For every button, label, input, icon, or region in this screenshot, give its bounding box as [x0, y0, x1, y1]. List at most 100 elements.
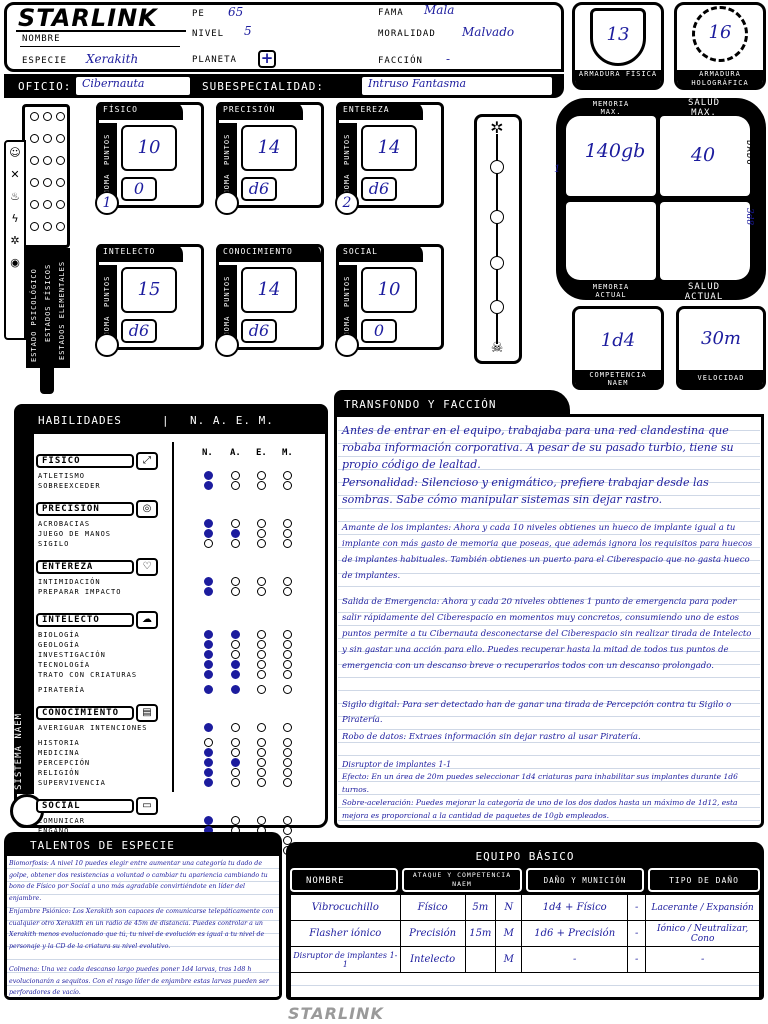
state-dot[interactable]: [43, 200, 52, 209]
stat-dado-value[interactable]: d6: [241, 319, 277, 343]
dado-value[interactable]: 3d8: [744, 208, 754, 226]
naem-checkbox[interactable]: [204, 529, 213, 538]
naem-checkbox[interactable]: [231, 723, 240, 732]
track-node[interactable]: [490, 300, 504, 314]
naem-checkbox[interactable]: [257, 723, 266, 732]
equipo-cell-dano[interactable]: -: [521, 946, 628, 973]
stat-genoma-circle[interactable]: 1: [95, 191, 119, 215]
naem-checkbox[interactable]: [257, 630, 266, 639]
naem-checkbox[interactable]: [231, 577, 240, 586]
naem-checkbox[interactable]: [257, 748, 266, 757]
state-dot[interactable]: [30, 200, 39, 209]
stat-genoma-circle[interactable]: [335, 333, 359, 357]
naem-checkbox[interactable]: [283, 539, 292, 548]
memoria-actual-box[interactable]: [566, 202, 656, 280]
naem-checkbox[interactable]: [231, 519, 240, 528]
naem-checkbox[interactable]: [283, 650, 292, 659]
equipo-cell-alcance[interactable]: 15m: [464, 920, 497, 947]
stat-dado-value[interactable]: d6: [121, 319, 157, 343]
state-dot[interactable]: [30, 156, 39, 165]
equipo-cell-nombre[interactable]: Flasher iónico: [290, 920, 401, 947]
salud-actual-box[interactable]: [660, 202, 750, 280]
stat-puntos-value[interactable]: 10: [361, 267, 417, 313]
naem-checkbox[interactable]: [231, 471, 240, 480]
naem-checkbox[interactable]: [204, 481, 213, 490]
naem-checkbox[interactable]: [204, 768, 213, 777]
naem-checkbox[interactable]: [204, 471, 213, 480]
naem-checkbox[interactable]: [204, 748, 213, 757]
naem-checkbox[interactable]: [257, 539, 266, 548]
salud-max-box[interactable]: [660, 116, 750, 196]
naem-checkbox[interactable]: [231, 529, 240, 538]
talentos-text-area[interactable]: Biomorfosis: A nivel 10 puedes elegir en…: [7, 856, 279, 996]
naem-checkbox[interactable]: [204, 650, 213, 659]
stat-puntos-value[interactable]: 14: [361, 125, 417, 171]
state-dot[interactable]: [43, 134, 52, 143]
naem-checkbox[interactable]: [204, 587, 213, 596]
armadura-fisica-value[interactable]: 13: [606, 24, 630, 45]
naem-checkbox[interactable]: [257, 738, 266, 747]
stat-puntos-value[interactable]: 14: [241, 267, 297, 313]
naem-checkbox[interactable]: [257, 519, 266, 528]
equipo-blank-rows[interactable]: [290, 972, 760, 998]
stat-dado-value[interactable]: d6: [241, 177, 277, 201]
naem-checkbox[interactable]: [257, 481, 266, 490]
naem-checkbox[interactable]: [283, 471, 292, 480]
naem-checkbox[interactable]: [283, 685, 292, 694]
equipo-cell-nombre[interactable]: Vibrocuchillo: [290, 894, 401, 921]
pe-value[interactable]: 65: [228, 5, 244, 19]
especie-value[interactable]: Xerakith: [86, 52, 139, 66]
stat-dado-value[interactable]: d6: [361, 177, 397, 201]
state-dot[interactable]: [56, 112, 65, 121]
equipo-cell-tipo[interactable]: Lacerante / Expansión: [645, 894, 760, 921]
naem-checkbox[interactable]: [231, 778, 240, 787]
naem-checkbox[interactable]: [257, 587, 266, 596]
naem-checkbox[interactable]: [257, 640, 266, 649]
stat-genoma-circle[interactable]: [215, 191, 239, 215]
naem-checkbox[interactable]: [231, 630, 240, 639]
track-node[interactable]: [490, 256, 504, 270]
naem-checkbox[interactable]: [283, 816, 292, 825]
naem-checkbox[interactable]: [257, 660, 266, 669]
naem-checkbox[interactable]: [257, 685, 266, 694]
stat-puntos-value[interactable]: 10: [121, 125, 177, 171]
naem-checkbox[interactable]: [283, 738, 292, 747]
equipo-cell-dano[interactable]: 1d4 + Físico: [521, 894, 628, 921]
naem-checkbox[interactable]: [257, 577, 266, 586]
nivel-value[interactable]: 5: [244, 24, 252, 38]
naem-checkbox[interactable]: [283, 519, 292, 528]
naem-checkbox[interactable]: [283, 723, 292, 732]
naem-checkbox[interactable]: [204, 778, 213, 787]
naem-checkbox[interactable]: [283, 670, 292, 679]
naem-checkbox[interactable]: [231, 587, 240, 596]
equipo-cell-nombre[interactable]: Disruptor de implantes 1-1: [290, 946, 401, 973]
naem-checkbox[interactable]: [204, 519, 213, 528]
equipo-cell-mun[interactable]: -: [626, 946, 647, 973]
naem-checkbox[interactable]: [257, 650, 266, 659]
state-dot[interactable]: [43, 112, 52, 121]
equipo-cell-dano[interactable]: 1d6 + Precisión: [521, 920, 628, 947]
naem-checkbox[interactable]: [231, 738, 240, 747]
naem-checkbox[interactable]: [231, 660, 240, 669]
naem-checkbox[interactable]: [257, 816, 266, 825]
faccion-value[interactable]: -: [446, 52, 451, 66]
implantes-value[interactable]: 1: [554, 164, 561, 175]
naem-checkbox[interactable]: [283, 748, 292, 757]
stat-genoma-circle[interactable]: 2: [335, 191, 359, 215]
state-dot[interactable]: [56, 156, 65, 165]
equipo-cell-tipo[interactable]: Iónico / Neutralizar, Cono: [645, 920, 760, 947]
naem-checkbox[interactable]: [231, 640, 240, 649]
naem-checkbox[interactable]: [231, 816, 240, 825]
oficio-field[interactable]: [76, 77, 190, 95]
track-node[interactable]: [490, 210, 504, 224]
state-dot[interactable]: [30, 134, 39, 143]
naem-checkbox[interactable]: [283, 640, 292, 649]
naem-checkbox[interactable]: [231, 685, 240, 694]
state-dot[interactable]: [43, 222, 52, 231]
naem-checkbox[interactable]: [257, 778, 266, 787]
stat-dado-value[interactable]: 0: [361, 319, 397, 343]
equipo-cell-naem[interactable]: M: [495, 946, 523, 973]
equipo-cell-ataque[interactable]: Precisión: [399, 920, 466, 947]
